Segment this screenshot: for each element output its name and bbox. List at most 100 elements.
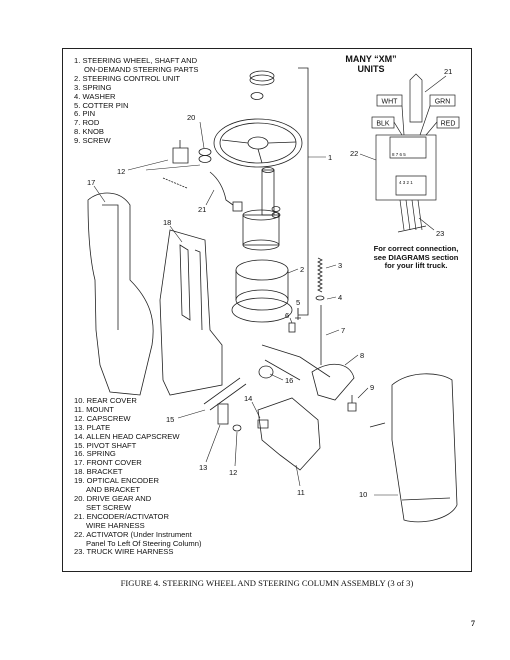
callout-11: 11 [297, 488, 305, 497]
parts-legend-bottom: 10. REAR COVER 11. MOUNT 12. CAPSCREW 13… [74, 396, 202, 557]
callout-21-upper: 21 [444, 67, 452, 76]
drive-gear [198, 148, 212, 156]
legend-item: 2. STEERING CONTROL UNIT [74, 73, 181, 83]
legend-item: 12. CAPSCREW [74, 413, 131, 423]
leader-21b [424, 75, 447, 93]
legend-item: AND BRACKET [86, 485, 141, 495]
legend-item: 9. SCREW [74, 136, 111, 146]
activator-plug [409, 73, 423, 123]
xm-units-title: MANY “XM” UNITS [336, 54, 406, 74]
capscrew [232, 424, 242, 432]
lower-pin-numbers: 4 3 2 1 [399, 180, 413, 185]
note-line: For correct connection, [373, 244, 459, 253]
leader-12b [234, 431, 238, 467]
callout-14: 14 [244, 394, 252, 403]
page-number: 7 [471, 619, 475, 628]
knob [311, 364, 355, 401]
leader-11 [295, 464, 301, 487]
callout-18: 18 [163, 218, 171, 227]
rear-cover-screw [369, 422, 386, 428]
legend-item: 8. KNOB [74, 127, 104, 137]
control-unit-sides [235, 270, 289, 300]
steering-cap-rim [249, 74, 275, 86]
harness-end [397, 225, 427, 233]
leader-4 [326, 296, 337, 300]
legend-item: 6. PIN [74, 109, 96, 119]
encoder-bracket [172, 140, 189, 164]
harness-connector [232, 201, 243, 212]
leader-22 [359, 153, 377, 161]
part-1-bracket [298, 67, 309, 316]
leader-8 [344, 354, 359, 366]
front-cover-detail [102, 204, 119, 330]
legend-item: 15. PIVOT SHAFT [74, 440, 137, 450]
parts-legend-top: 1. STEERING WHEEL, SHAFT AND ON-DEMAND S… [74, 56, 199, 146]
legend-item: 22. ACTIVATOR (Under Instrument [74, 529, 192, 539]
activator-wires [393, 105, 438, 136]
wht-wire-label: WHT [382, 99, 399, 106]
connector-upper-pins [389, 136, 427, 159]
red-wire-label: RED [441, 121, 456, 128]
callout-2: 2 [300, 265, 304, 274]
steering-wheel [213, 118, 303, 168]
callout-12-bottom: 12 [229, 468, 237, 477]
legend-item: Panel To Left Of Steering Column) [86, 538, 202, 548]
callout-16: 16 [285, 376, 293, 385]
legend-item: 3. SPRING [74, 82, 112, 92]
column-bracket [159, 229, 223, 396]
grn-wire-label: GRN [435, 99, 451, 106]
callout-numbers: 1 2 3 4 5 6 7 8 9 10 11 12 12 13 14 15 1… [87, 67, 452, 499]
linkage-spring [261, 344, 331, 381]
callout-3: 3 [338, 261, 342, 270]
pivot-shaft [203, 377, 247, 411]
front-cover [87, 192, 154, 396]
callout-6: 6 [285, 311, 289, 320]
shaft-top [261, 167, 275, 173]
callout-9: 9 [370, 383, 374, 392]
callout-leaders [93, 75, 447, 496]
spring-coil [258, 365, 274, 379]
leader-3 [325, 264, 337, 269]
wheel-spokes [221, 139, 297, 164]
callout-4: 4 [338, 293, 342, 302]
leader-13 [205, 424, 221, 463]
callout-8: 8 [360, 351, 364, 360]
xm-units-title-line: UNITS [357, 63, 385, 74]
xm-units-title-line: MANY “XM” [345, 54, 397, 64]
callout-10: 10 [359, 490, 367, 499]
leader-6 [289, 317, 293, 324]
legend-item: ON-DEMAND STEERING PARTS [84, 64, 199, 74]
leader-9 [357, 387, 369, 399]
leader-18 [169, 225, 183, 243]
wht-label-box [376, 94, 403, 107]
leader-20 [199, 121, 205, 149]
legend-item: 13. PLATE [74, 422, 111, 432]
spring [317, 257, 323, 293]
connection-note: For correct connection, see DIAGRAMS sec… [360, 244, 472, 271]
leader-16 [269, 373, 284, 381]
legend-item: 23. TRUCK WIRE HARNESS [74, 547, 174, 557]
xm-wire-labels: WHT GRN BLK RED 8 7 6 5 4 3 2 1 [376, 99, 455, 186]
legend-item: 4. WASHER [74, 91, 116, 101]
callout-17: 17 [87, 178, 95, 187]
plate [217, 403, 229, 425]
column-base-bottom [242, 239, 280, 251]
legend-item: 1. STEERING WHEEL, SHAFT AND [74, 56, 198, 65]
legend-item: 17. FRONT COVER [74, 458, 142, 468]
leader-14 [251, 401, 261, 419]
rear-cover [391, 373, 458, 523]
encoder-wire-harness [209, 171, 234, 206]
leader-7 [325, 329, 340, 336]
allen-head-capscrew [257, 419, 269, 429]
leader-15 [177, 409, 206, 419]
bracket-detail [179, 244, 203, 331]
callout-20: 20 [187, 113, 195, 122]
legend-item: 20. DRIVE GEAR AND [74, 493, 152, 503]
legend-item: 7. ROD [74, 118, 100, 128]
steering-hub [247, 136, 269, 150]
grn-label-box [429, 94, 456, 107]
drive-gear-base [198, 155, 212, 163]
steering-control-unit [235, 259, 289, 281]
control-unit-flange [231, 297, 293, 323]
